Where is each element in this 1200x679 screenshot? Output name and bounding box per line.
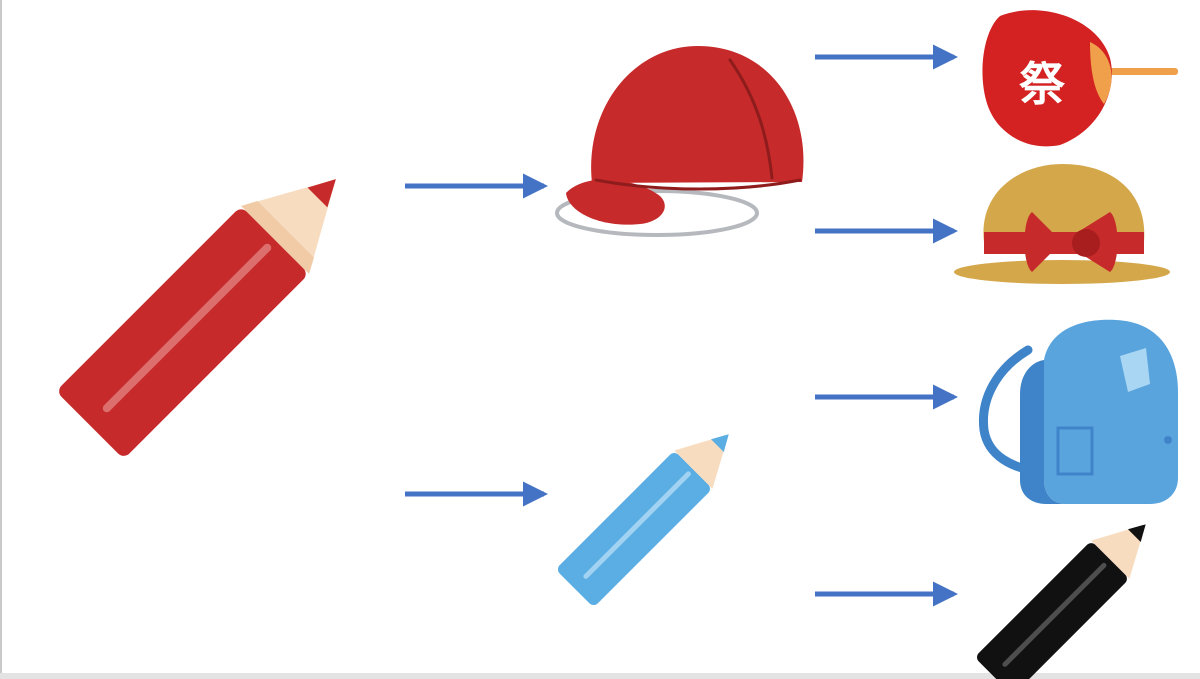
left-border	[0, 0, 2, 679]
straw-hat-icon	[954, 164, 1170, 284]
festival-kanji: 祭	[1019, 57, 1066, 111]
black-pencil-icon	[977, 524, 1146, 679]
red-cap-icon	[555, 46, 804, 237]
red-pencil-icon	[59, 179, 336, 456]
bottom-border	[0, 673, 1200, 679]
festival-fan-icon: 祭	[982, 10, 1178, 147]
blue-pencil-icon	[557, 434, 729, 606]
randoseru-icon	[978, 319, 1178, 504]
